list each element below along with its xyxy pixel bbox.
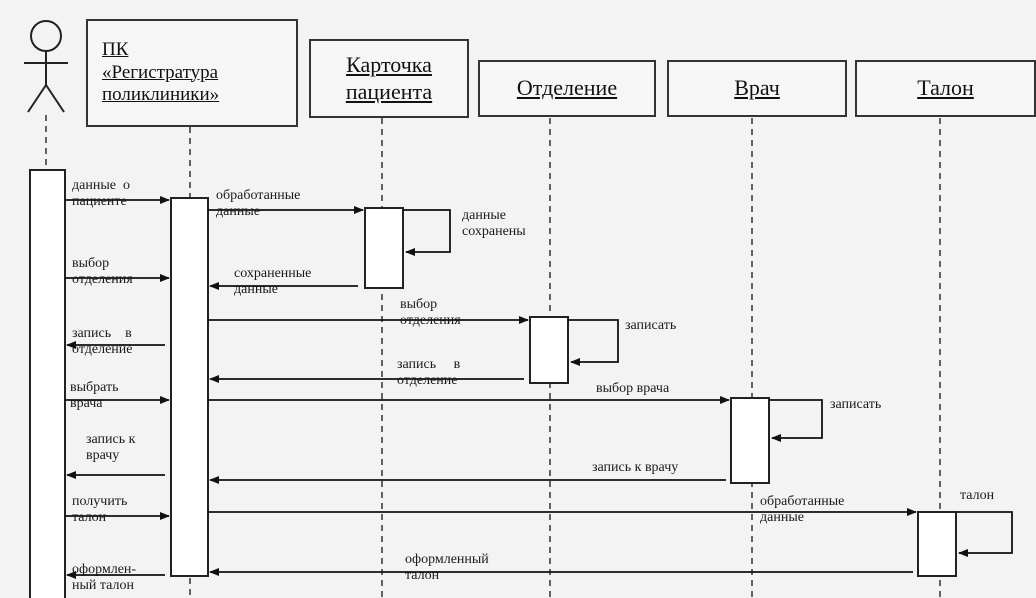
msg-label-m15-line-2: талон: [72, 510, 107, 525]
lifeline-ticket: Талон: [855, 60, 1036, 117]
msg-label-m10-line-2: врача: [70, 396, 103, 411]
msg-label-m2-line-2: данные: [216, 204, 260, 219]
msg-label-m3-line-1: данные: [462, 208, 506, 223]
lifeline-doctor: Врач: [667, 60, 847, 117]
msg-label-m1-line-2: пациенте: [72, 194, 127, 209]
lifeline-pc-line-1: ПК: [102, 38, 129, 60]
actor-figure: [24, 20, 68, 113]
msg-label-m14: запись к врачу: [592, 460, 678, 476]
msg-label-m14-line-1: запись к врачу: [592, 460, 679, 475]
msg-label-m13-line-2: врачу: [86, 448, 120, 463]
msg-label-m11-line-1: выбор врача: [596, 381, 670, 396]
msg-arrow-m12: [769, 399, 823, 442]
msg-label-m19-line-1: оформленный: [405, 552, 489, 567]
card-activation: [364, 207, 404, 289]
actor-activation: [29, 169, 66, 598]
lifeline-doctor-line-1: Врач: [734, 75, 780, 101]
msg-arrow-m17: [956, 511, 1013, 557]
ticket-activation: [917, 511, 957, 577]
msg-label-m5-line-1: сохраненные: [234, 266, 312, 281]
msg-label-m4-line-1: выбор: [72, 256, 110, 271]
msg-label-m9-line-2: отделение: [397, 373, 458, 388]
msg-label-m10-line-1: выбрать: [70, 380, 119, 395]
msg-label-m13-line-1: запись к: [86, 432, 136, 447]
msg-label-m6-line-1: выбор: [400, 297, 438, 312]
msg-label-m12: записать: [830, 397, 881, 413]
msg-label-m5-line-2: данные: [234, 282, 278, 297]
msg-label-m18: оформлен-ный талон: [72, 562, 136, 594]
msg-label-m8-line-1: запись в: [72, 326, 132, 341]
pc-activation: [170, 197, 209, 577]
msg-label-m12-line-1: записать: [830, 397, 882, 412]
lifeline-department: Отделение: [478, 60, 656, 117]
msg-label-m17: талон: [960, 488, 994, 504]
lifeline-pc-line-2: «Регистратура: [102, 61, 219, 83]
msg-label-m16-line-1: обработанные: [760, 494, 845, 509]
msg-arrow-m7: [568, 319, 619, 366]
lifeline-department-line-1: Отделение: [516, 75, 618, 101]
lifeline-pc-line-3: поликлиники»: [102, 84, 220, 106]
msg-label-m9-line-1: запись в: [397, 357, 461, 372]
msg-label-m16-line-2: данные: [760, 510, 804, 525]
msg-arrow-m3: [403, 209, 451, 256]
msg-label-m11: выбор врача: [596, 381, 669, 397]
lifeline-card-line-1: Карточка: [346, 52, 432, 78]
msg-label-m3-line-2: сохранены: [462, 224, 526, 239]
msg-label-m15-line-1: получить: [72, 494, 128, 509]
msg-label-m7-line-1: записать: [625, 318, 677, 333]
msg-label-m17-line-1: талон: [960, 488, 995, 503]
msg-label-m19-line-2: талон: [405, 568, 440, 583]
msg-label-m8-line-2: отделение: [72, 342, 133, 357]
lifeline-ticket-line-1: Талон: [917, 75, 974, 101]
msg-label-m18-line-2: ный талон: [72, 578, 134, 593]
msg-label-m4-line-2: отделения: [72, 272, 133, 287]
msg-label-m6-line-2: отделения: [400, 313, 461, 328]
lifeline-card-line-2: пациента: [345, 78, 433, 104]
department-activation: [529, 316, 569, 384]
msg-label-m18-line-1: оформлен-: [72, 562, 137, 577]
doctor-activation: [730, 397, 770, 484]
msg-label-m2-line-1: обработанные: [216, 188, 301, 203]
msg-label-m7: записать: [625, 318, 676, 334]
msg-label-m1-line-1: данные о: [72, 178, 130, 193]
